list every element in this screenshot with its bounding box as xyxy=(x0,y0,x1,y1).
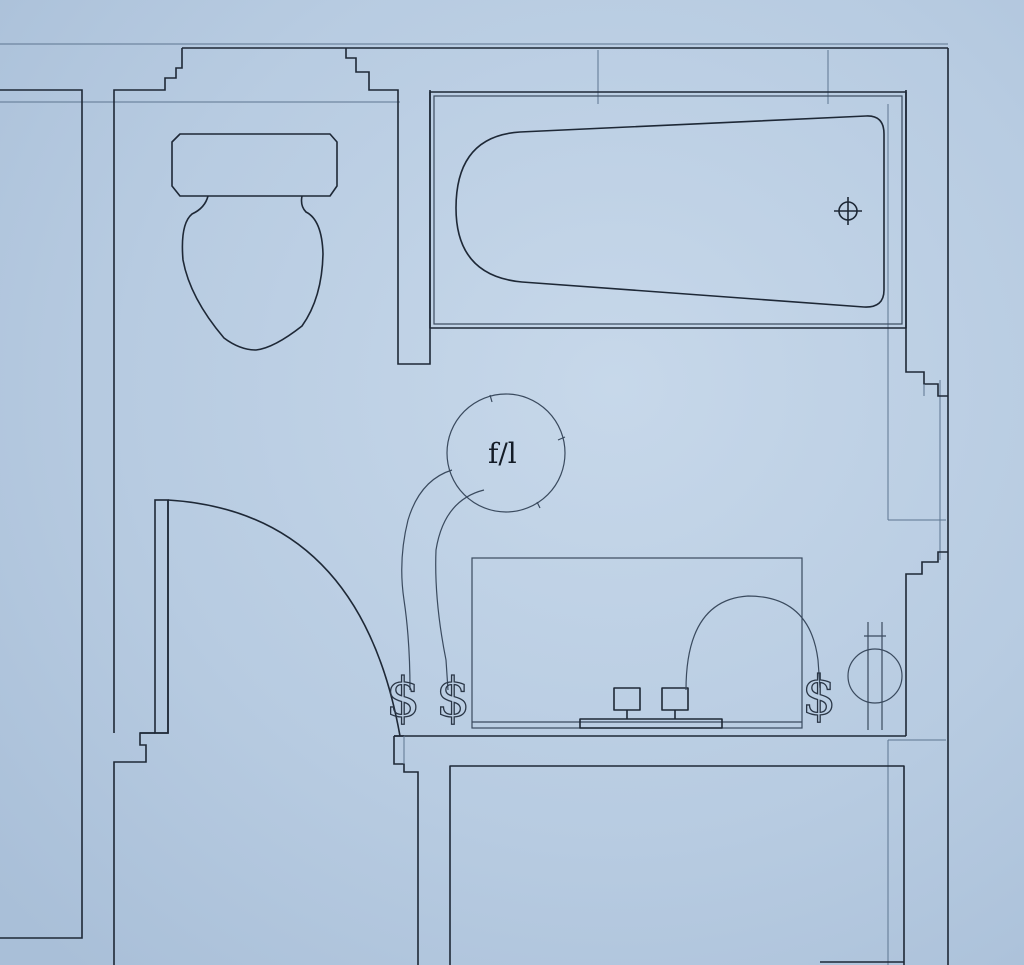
lower-cabinet xyxy=(449,765,905,965)
vanity xyxy=(471,557,803,729)
tub-drain-icon xyxy=(834,197,862,225)
ceiling-light-fixture: f/l xyxy=(446,393,566,513)
right-exterior-wall xyxy=(905,48,949,965)
toilet-tub-partition xyxy=(345,48,431,365)
outlet-icon xyxy=(847,622,903,730)
light-switches: $ $ $ xyxy=(385,663,837,729)
wiring xyxy=(401,469,821,691)
door-swing-arc xyxy=(167,499,401,737)
toilet-tank xyxy=(171,133,338,197)
faucet-handles xyxy=(613,687,689,719)
wire-to-switch-3 xyxy=(685,595,821,691)
bathtub xyxy=(429,91,907,329)
door-jamb-left xyxy=(154,499,169,734)
wire-to-switch-2 xyxy=(435,489,485,691)
ceiling-light-circle xyxy=(446,393,566,513)
switch-symbol-2: $ xyxy=(436,666,470,729)
bathtub-basin xyxy=(455,115,885,308)
toilet-bowl xyxy=(181,195,324,351)
bathtub-rim xyxy=(433,95,903,325)
lower-partition-wall xyxy=(393,735,906,965)
toilet xyxy=(171,133,338,351)
wire-to-switch-1 xyxy=(401,469,453,691)
lower-cabinet-outline xyxy=(449,765,905,965)
construction-lines xyxy=(0,43,948,965)
left-closet-wall xyxy=(0,89,83,939)
switch-symbol-3: $ xyxy=(802,664,836,727)
vanity-backsplash xyxy=(579,718,723,729)
toilet-room-wall-left xyxy=(113,48,183,965)
light-fixture-label: f/l xyxy=(488,437,517,470)
bathtub-outer xyxy=(429,91,907,329)
switch-symbol-1: $ xyxy=(386,666,420,729)
